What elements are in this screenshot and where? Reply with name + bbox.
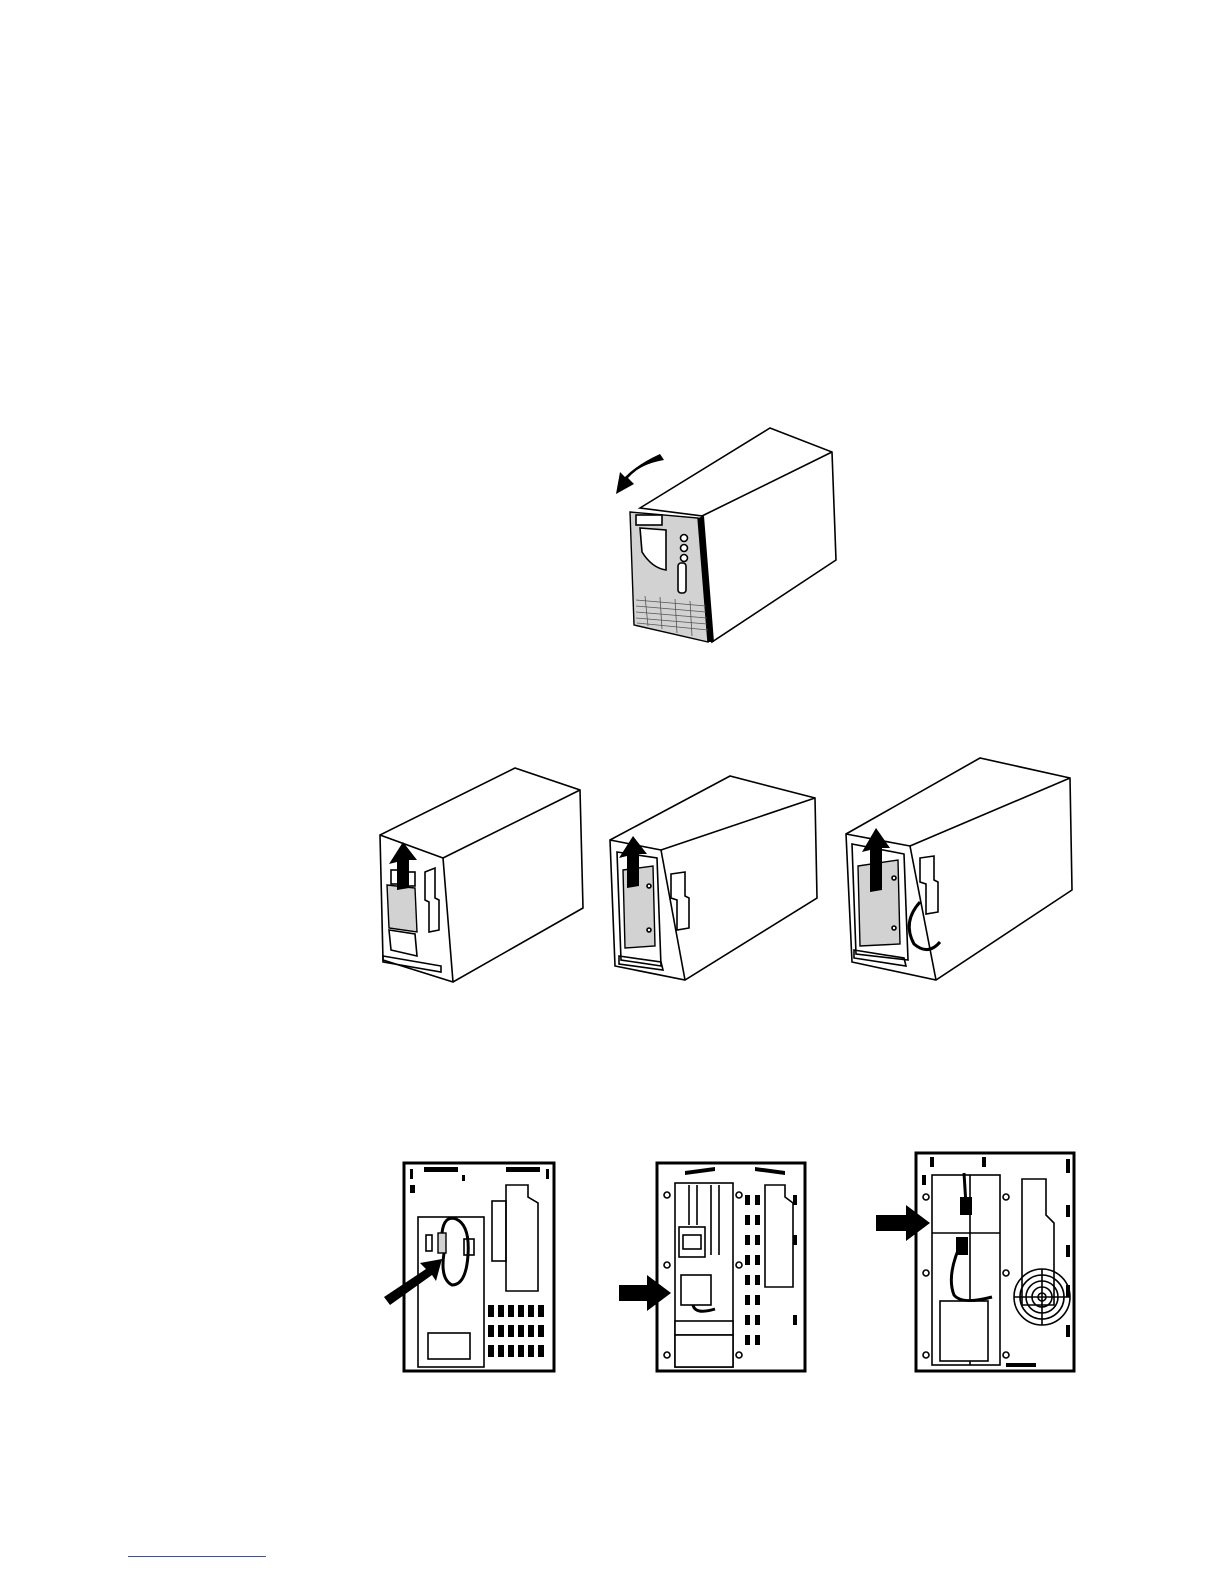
footer-rule xyxy=(128,1556,266,1557)
figure-battery-connector-panel-3 xyxy=(870,1145,1080,1380)
figure-battery-connector-panel-1 xyxy=(380,1155,560,1380)
figure-battery-connector-panel-2 xyxy=(615,1155,810,1380)
figure-battery-door-tower-2 xyxy=(605,770,825,990)
figure-battery-door-tower-3 xyxy=(840,750,1080,990)
figure-front-cover-removal xyxy=(600,420,850,650)
figure-battery-door-tower-1 xyxy=(375,760,590,990)
battery-door xyxy=(387,885,417,932)
curved-arrow-icon xyxy=(616,454,664,494)
indicator-button xyxy=(681,535,688,542)
